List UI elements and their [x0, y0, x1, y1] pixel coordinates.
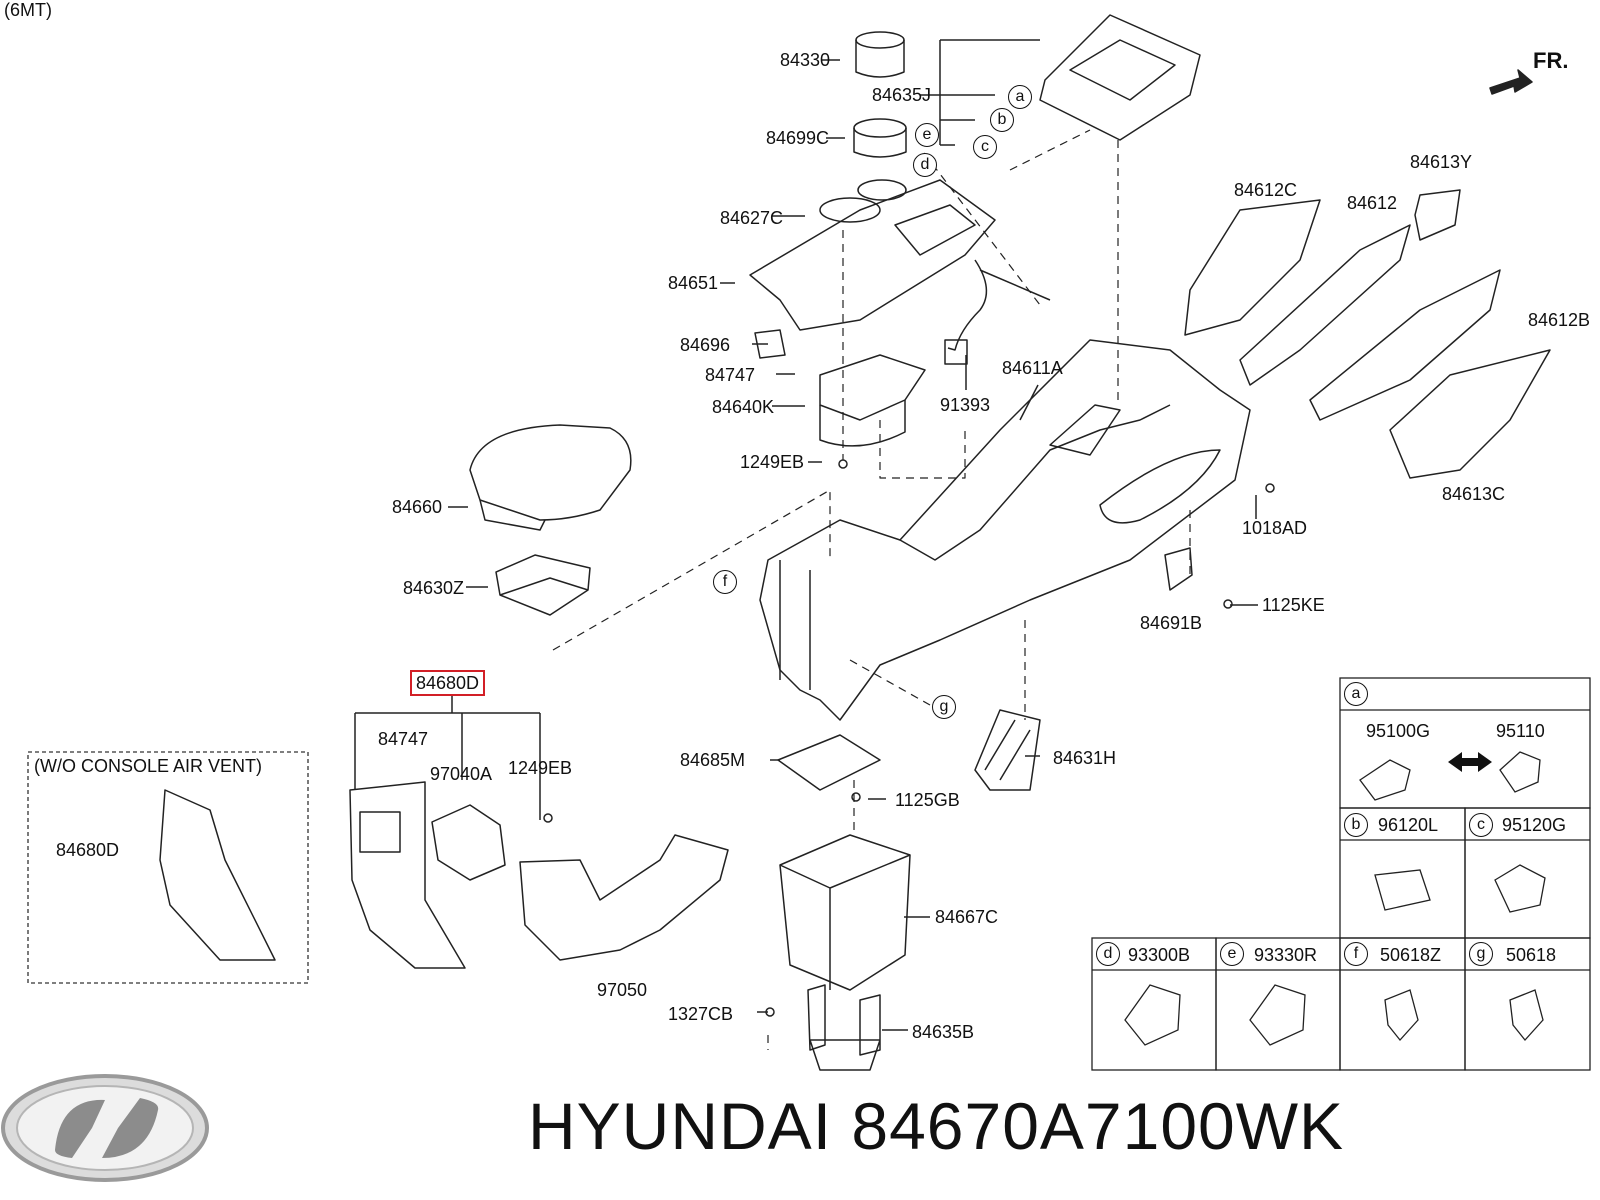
legend-part: 50618 [1506, 945, 1557, 965]
part-label: 1327CB [668, 1004, 734, 1024]
variant-label: (6MT) [4, 0, 52, 20]
legend-part: 96120L [1378, 815, 1439, 835]
part-label: 84699C [766, 128, 830, 148]
part-label: 1249EB [508, 758, 573, 778]
hyundai-logo-icon [1, 1074, 209, 1182]
legend-part: 95110 [1496, 721, 1545, 741]
part-label: 84685M [680, 750, 746, 770]
part-label: 84667C [935, 907, 999, 927]
part-label: 84691B [1140, 613, 1203, 633]
legend-letter-c: c [1469, 813, 1493, 837]
part-label: 84680D [56, 840, 120, 860]
part-label: 84747 [378, 729, 429, 749]
part-label: 84612B [1528, 310, 1591, 330]
part-label: 84635B [912, 1022, 975, 1042]
callout-f: f [713, 570, 737, 594]
part-label: 84747 [705, 365, 756, 385]
part-label: 84630Z [403, 578, 465, 598]
part-label: 91393 [940, 395, 991, 415]
part-label: 84612 [1347, 193, 1398, 213]
legend-part: 93300B [1128, 945, 1191, 965]
part-label: 84611A [1002, 358, 1063, 378]
legend-part: 50618Z [1380, 945, 1442, 965]
callout-g: g [932, 695, 956, 719]
part-label: 84627C [720, 208, 784, 228]
part-label: 97050 [597, 980, 648, 1000]
legend-letter-e: e [1220, 942, 1244, 966]
part-label: 84635J [872, 85, 932, 105]
legend-letter-d: d [1096, 942, 1120, 966]
legend-letter-g: g [1469, 942, 1493, 966]
without-air-vent-title: (W/O CONSOLE AIR VENT) [34, 756, 263, 776]
part-label: 84613Y [1410, 152, 1473, 172]
part-label: 1018AD [1242, 518, 1308, 538]
legend-letter-f: f [1344, 942, 1368, 966]
part-label: 84330 [780, 50, 831, 70]
part-label: 1125GB [895, 790, 960, 810]
highlighted-part-label: 84680D [410, 670, 486, 696]
callout-d: d [913, 153, 937, 177]
legend-part: 95100G [1366, 721, 1431, 741]
part-number-caption: HYUNDAI 84670A7100WK [528, 1089, 1345, 1163]
callout-a: a [1008, 85, 1032, 109]
part-label: 84640K [712, 397, 775, 417]
part-label: 84696 [680, 335, 731, 355]
part-label: 84660 [392, 497, 443, 517]
callout-b: b [990, 108, 1014, 132]
callout-e: e [915, 123, 939, 147]
part-label: 1125KE [1262, 595, 1325, 615]
legend-letter-b: b [1344, 813, 1368, 837]
front-direction-label: FR. [1533, 48, 1569, 73]
part-label: 84651 [668, 273, 719, 293]
legend-part: 93330R [1254, 945, 1318, 965]
legend-letter-a: a [1344, 682, 1368, 706]
part-label: 1249EB [740, 452, 805, 472]
part-label: 84612C [1234, 180, 1298, 200]
part-label: 97040A [430, 764, 493, 784]
part-label: 84631H [1053, 748, 1117, 768]
legend-part: 95120G [1502, 815, 1567, 835]
part-label: 84613C [1442, 484, 1506, 504]
callout-c: c [973, 135, 997, 159]
